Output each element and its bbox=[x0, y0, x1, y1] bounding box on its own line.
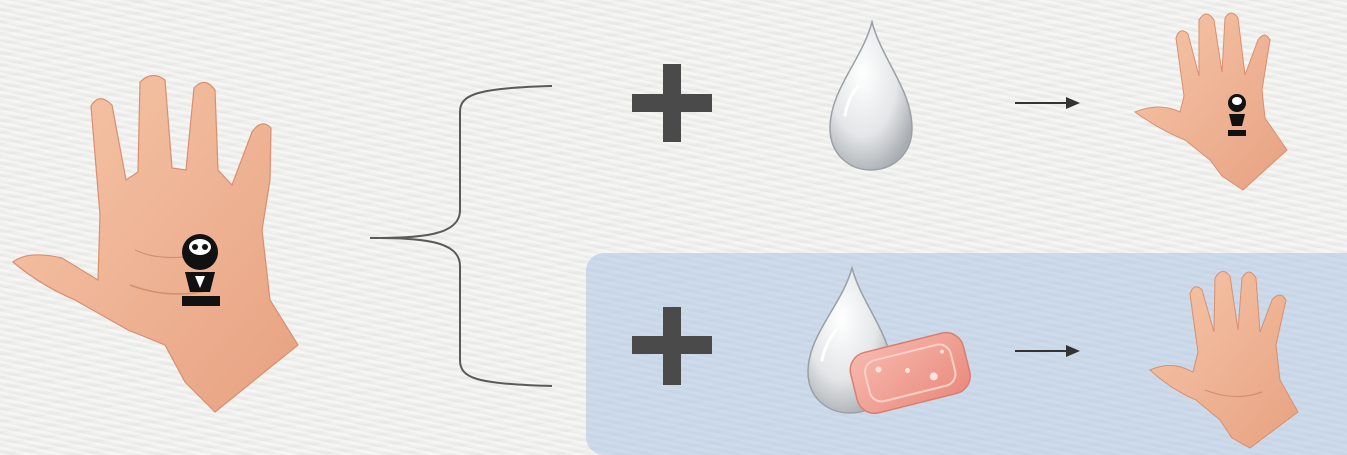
plus-icon-top bbox=[632, 64, 712, 142]
stamp-mascot bbox=[182, 234, 220, 306]
stamped-hand-result-icon bbox=[1135, 13, 1287, 190]
main-hand bbox=[13, 75, 298, 412]
split-brace bbox=[370, 86, 552, 386]
right-arrow-icon-top bbox=[1015, 97, 1080, 109]
water-drop-icon bbox=[830, 22, 912, 170]
highlight-panel bbox=[586, 253, 1347, 455]
